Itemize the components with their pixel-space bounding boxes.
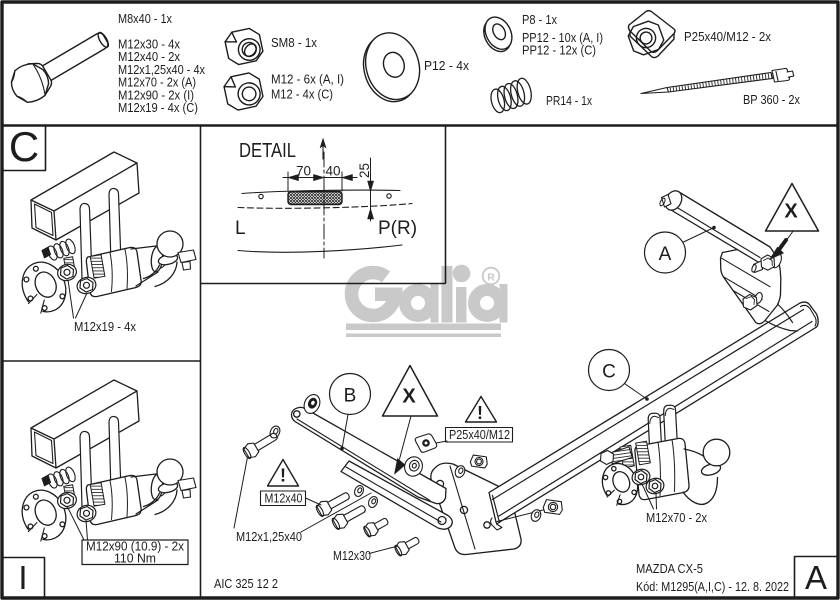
svg-text:X: X (784, 201, 798, 223)
svg-text:R: R (487, 272, 495, 284)
svg-text:!: ! (477, 403, 483, 423)
svg-text:A: A (659, 244, 672, 265)
svg-text:M12x1,25x40: M12x1,25x40 (236, 530, 302, 544)
svg-text:PR14 - 1x: PR14 - 1x (546, 94, 593, 108)
svg-text:M12x90 (10.9) - 2x: M12x90 (10.9) - 2x (86, 540, 185, 554)
svg-text:40: 40 (326, 164, 341, 179)
svg-text:M12x90 - 2x (I): M12x90 - 2x (I) (118, 88, 194, 102)
svg-text:M12 - 6x (A, I): M12 - 6x (A, I) (271, 73, 344, 87)
svg-text:Kód: M1295(A,I,C) - 12. 8. 202: Kód: M1295(A,I,C) - 12. 8. 2022 (636, 580, 789, 594)
svg-text:P25x40/M12: P25x40/M12 (449, 428, 510, 442)
svg-text:P8 - 1x: P8 - 1x (522, 13, 558, 27)
svg-text:M12x40: M12x40 (265, 492, 303, 506)
svg-text:M12x30: M12x30 (333, 549, 371, 563)
svg-text:25: 25 (357, 163, 372, 178)
svg-text:M12x19 - 4x (C): M12x19 - 4x (C) (118, 101, 198, 115)
svg-text:M12x30 - 4x: M12x30 - 4x (118, 38, 181, 52)
svg-text:P25x40/M12 - 2x: P25x40/M12 - 2x (684, 30, 772, 44)
svg-text:BP 360 - 2x: BP 360 - 2x (743, 93, 801, 107)
svg-text:C: C (9, 123, 39, 170)
svg-text:M12x70 - 2x: M12x70 - 2x (646, 511, 708, 525)
svg-text:X: X (402, 386, 416, 408)
svg-text:M12x40 - 2x: M12x40 - 2x (118, 50, 181, 64)
svg-text:M8x40 - 1x: M8x40 - 1x (118, 12, 173, 26)
svg-text:PP12 - 12x (C): PP12 - 12x (C) (522, 44, 596, 58)
svg-text:PP12 - 10x (A, I): PP12 - 10x (A, I) (522, 31, 603, 45)
svg-text:B: B (344, 386, 357, 407)
svg-text:M12x19 - 4x: M12x19 - 4x (74, 320, 137, 334)
svg-text:AIC 325 12 2: AIC 325 12 2 (214, 577, 278, 591)
svg-text:SM8 - 1x: SM8 - 1x (271, 36, 318, 50)
svg-text:!: ! (280, 466, 286, 486)
svg-text:L: L (235, 218, 246, 239)
svg-text:M12 - 4x (C): M12 - 4x (C) (271, 88, 333, 102)
svg-text:M12x70 - 2x (A): M12x70 - 2x (A) (118, 76, 196, 90)
svg-text:P(R): P(R) (378, 218, 417, 239)
svg-text:C: C (602, 362, 616, 383)
svg-text:I: I (18, 559, 27, 596)
svg-text:DETAIL: DETAIL (239, 140, 296, 162)
svg-text:70: 70 (296, 164, 311, 179)
svg-text:A: A (805, 559, 827, 596)
svg-text:MAZDA CX-5: MAZDA CX-5 (636, 562, 703, 576)
svg-text:110 Nm: 110 Nm (114, 552, 156, 566)
svg-text:P12 - 4x: P12 - 4x (424, 59, 470, 73)
svg-text:M12x1,25x40 - 4x: M12x1,25x40 - 4x (118, 63, 206, 77)
